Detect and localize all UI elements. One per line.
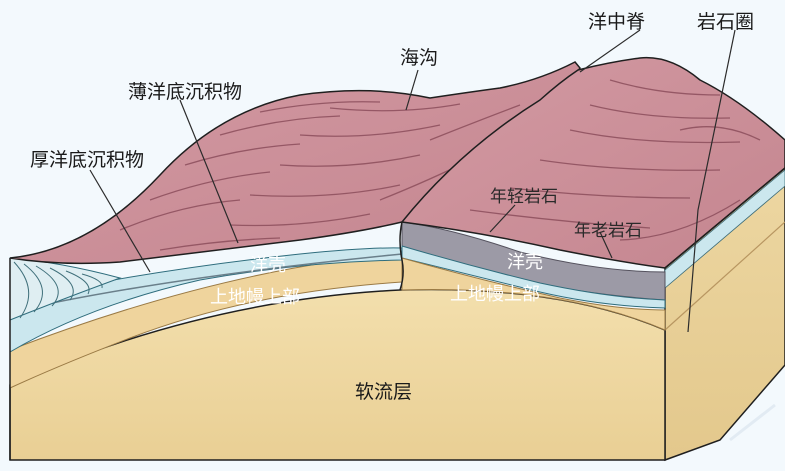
label-mantle-left: 上地幔上部 <box>210 287 300 308</box>
label-thin-sediment: 薄洋底沉积物 <box>128 81 242 103</box>
label-young-rock: 年轻岩石 <box>490 187 558 207</box>
label-crust-right: 洋壳 <box>507 252 543 273</box>
label-crust-left: 洋壳 <box>250 255 286 276</box>
label-trench: 海沟 <box>400 47 438 69</box>
label-ridge: 洋中脊 <box>588 11 645 33</box>
label-old-rock: 年老岩石 <box>574 221 642 241</box>
label-mantle-right: 上地幔上部 <box>450 284 540 305</box>
label-thick-sediment: 厚洋底沉积物 <box>30 149 144 171</box>
label-lithosphere: 岩石圈 <box>697 11 754 33</box>
label-asthenosphere: 软流层 <box>355 381 412 403</box>
